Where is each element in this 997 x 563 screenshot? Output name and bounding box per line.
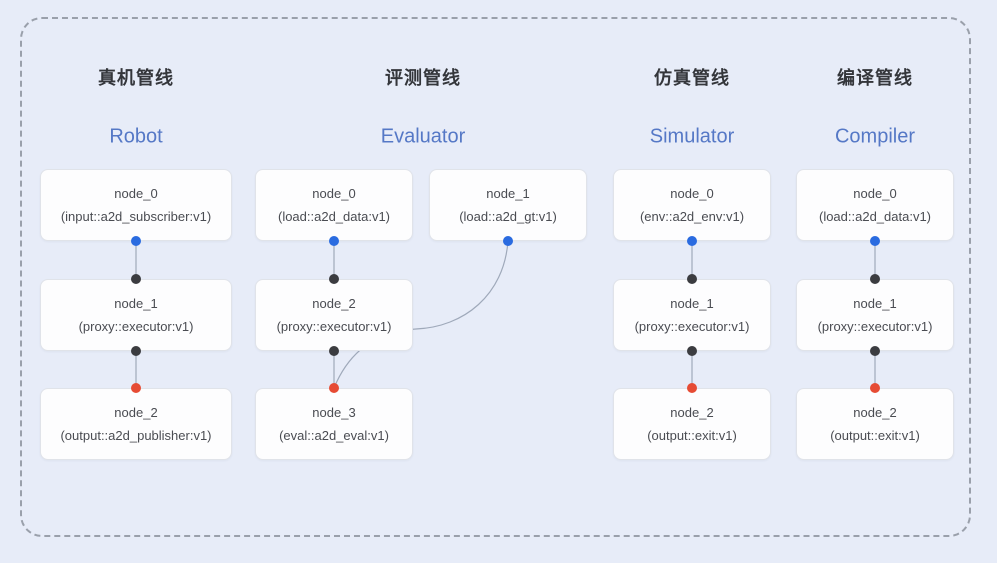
node-subtitle: (load::a2d_gt:v1) <box>459 209 557 224</box>
node-robot-n2[interactable]: node_2(output::a2d_publisher:v1) <box>40 388 232 460</box>
node-subtitle: (output::a2d_publisher:v1) <box>60 428 212 443</box>
pipeline-simulator-title-zh: 仿真管线 <box>654 68 730 88</box>
node-subtitle: (load::a2d_data:v1) <box>277 209 391 224</box>
node-title: node_1 <box>486 186 530 201</box>
pipeline-robot-title-zh: 真机管线 <box>98 68 174 88</box>
pipeline-compiler-title-en: Compiler <box>834 125 916 148</box>
node-subtitle: (input::a2d_subscriber:v1) <box>60 209 212 224</box>
node-title: node_2 <box>670 405 714 420</box>
dashed-frame <box>20 17 971 537</box>
node-title: node_1 <box>853 296 897 311</box>
pipeline-compiler-title-zh: 编译管线 <box>837 68 913 88</box>
node-title: node_3 <box>312 405 356 420</box>
node-evaluator-n0[interactable]: node_0(load::a2d_data:v1) <box>255 169 413 241</box>
node-simulator-n0[interactable]: node_0(env::a2d_env:v1) <box>613 169 771 241</box>
node-compiler-n2[interactable]: node_2(output::exit:v1) <box>796 388 954 460</box>
node-subtitle: (proxy::executor:v1) <box>817 319 933 334</box>
pipeline-evaluator-title-en: Evaluator <box>380 125 466 148</box>
node-evaluator-n3[interactable]: node_3(eval::a2d_eval:v1) <box>255 388 413 460</box>
node-subtitle: (proxy::executor:v1) <box>78 319 194 334</box>
node-title: node_1 <box>670 296 714 311</box>
node-evaluator-n2[interactable]: node_2(proxy::executor:v1) <box>255 279 413 351</box>
node-title: node_0 <box>853 186 897 201</box>
edge-evaluator-n1-n3 <box>333 240 509 389</box>
node-evaluator-n1[interactable]: node_1(load::a2d_gt:v1) <box>429 169 587 241</box>
node-title: node_1 <box>114 296 158 311</box>
node-subtitle: (env::a2d_env:v1) <box>639 209 745 224</box>
pipeline-evaluator-title-zh: 评测管线 <box>385 68 461 88</box>
node-subtitle: (eval::a2d_eval:v1) <box>279 428 389 443</box>
pipeline-simulator-title-en: Simulator <box>649 125 735 148</box>
node-compiler-n0[interactable]: node_0(load::a2d_data:v1) <box>796 169 954 241</box>
node-subtitle: (load::a2d_data:v1) <box>818 209 932 224</box>
node-title: node_0 <box>114 186 158 201</box>
node-title: node_0 <box>312 186 356 201</box>
pipeline-robot-title-en: Robot <box>109 125 163 148</box>
node-compiler-n1[interactable]: node_1(proxy::executor:v1) <box>796 279 954 351</box>
node-simulator-n2[interactable]: node_2(output::exit:v1) <box>613 388 771 460</box>
node-title: node_2 <box>312 296 356 311</box>
node-subtitle: (output::exit:v1) <box>647 428 737 443</box>
node-simulator-n1[interactable]: node_1(proxy::executor:v1) <box>613 279 771 351</box>
node-subtitle: (proxy::executor:v1) <box>276 319 392 334</box>
node-robot-n0[interactable]: node_0(input::a2d_subscriber:v1) <box>40 169 232 241</box>
node-subtitle: (proxy::executor:v1) <box>634 319 750 334</box>
node-title: node_2 <box>114 405 158 420</box>
node-robot-n1[interactable]: node_1(proxy::executor:v1) <box>40 279 232 351</box>
node-title: node_0 <box>670 186 714 201</box>
node-subtitle: (output::exit:v1) <box>830 428 920 443</box>
node-title: node_2 <box>853 405 897 420</box>
